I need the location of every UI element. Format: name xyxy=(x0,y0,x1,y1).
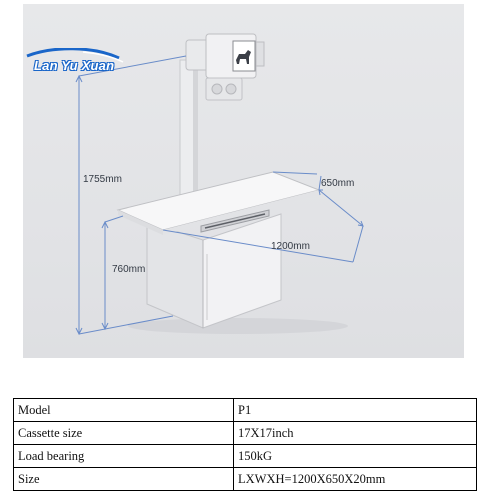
table-row: Model P1 xyxy=(13,398,477,422)
spec-table: Model P1 Cassette size 17X17inch Load be… xyxy=(13,398,477,491)
spec-label: Cassette size xyxy=(13,421,234,445)
swoosh-icon xyxy=(26,48,124,63)
spec-value: 17X17inch xyxy=(233,421,477,445)
table-row: Size LXWXH=1200X650X20mm xyxy=(13,467,477,491)
dim-label-length: 1200mm xyxy=(271,241,310,252)
dim-label-height-total: 1755mm xyxy=(83,174,122,185)
table-row: Cassette size 17X17inch xyxy=(13,421,477,445)
table-row: Load bearing 150kG xyxy=(13,444,477,468)
spec-label: Load bearing xyxy=(13,444,234,468)
spec-label: Model xyxy=(13,398,234,422)
spec-value: LXWXH=1200X650X20mm xyxy=(233,467,477,491)
spec-value: P1 xyxy=(233,398,477,422)
dim-label-height-table: 760mm xyxy=(112,264,146,275)
brand-logo: Lan Yu Xuan xyxy=(23,48,141,84)
xray-table-illustration xyxy=(75,33,364,336)
dimension-lines xyxy=(75,55,364,336)
product-photo: Lan Yu Xuan 1755mm 650mm 1200mm 760mm xyxy=(23,4,464,358)
spec-value: 150kG xyxy=(233,444,477,468)
dim-label-width: 650mm xyxy=(321,178,355,189)
dog-icon xyxy=(236,50,251,64)
logo-text: Lan Yu Xuan xyxy=(34,58,115,73)
spec-label: Size xyxy=(13,467,234,491)
